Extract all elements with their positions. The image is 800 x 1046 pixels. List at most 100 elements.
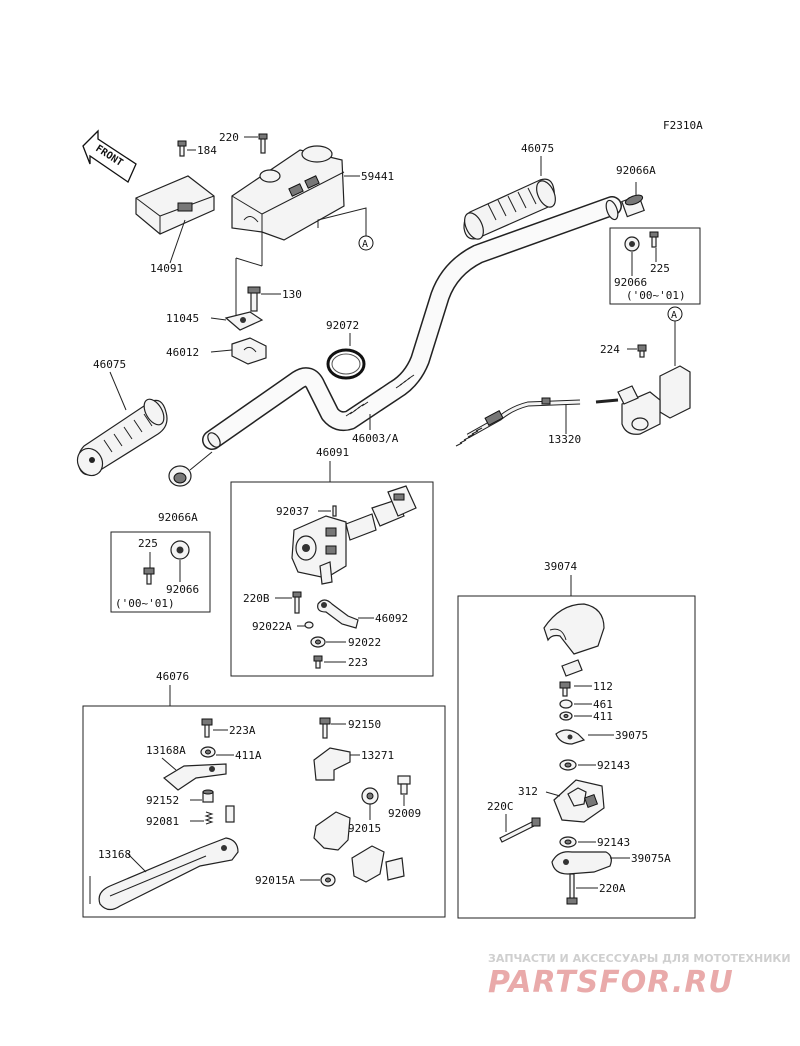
label-13271: 13271: [361, 749, 394, 762]
bracket-13271: [313, 747, 351, 781]
screw-223a: [201, 718, 213, 738]
label-92150: 92150: [348, 718, 381, 731]
switch-housing-46091: [291, 485, 417, 585]
screw-220: [258, 133, 268, 154]
bracket-13168a: [162, 763, 227, 791]
label-46076: 46076: [156, 670, 189, 683]
grip-right-46075: [463, 178, 556, 240]
label-92066a-left: 92066A: [158, 511, 198, 524]
label-11045: 11045: [166, 312, 199, 325]
grip-left-46075: [76, 398, 168, 477]
label-46075-right: 46075: [521, 142, 554, 155]
label-92072: 92072: [326, 319, 359, 332]
label-46003: 46003/A: [352, 432, 399, 445]
label-92015a: 92015A: [255, 874, 295, 887]
switch-cover-39074: [543, 603, 605, 655]
label-00-01-top: ('00~'01): [626, 289, 686, 302]
throttle-housing: [617, 365, 691, 435]
label-312: 312: [518, 785, 538, 798]
label-92143-lower: 92143: [597, 836, 630, 849]
screw-225-top: [649, 231, 659, 248]
choke-lever-46092: [317, 599, 359, 629]
svg-text:A: A: [362, 239, 368, 250]
label-00-01-left: ('00~'01): [115, 597, 175, 610]
bushing-92066-left: [170, 540, 190, 560]
washer-92143-upper: [559, 759, 577, 771]
bolt-184: [177, 140, 187, 157]
bracket-14091: [135, 175, 215, 235]
bar-end-plug-left: [168, 465, 192, 487]
label-92081: 92081: [146, 815, 179, 828]
screw-112: [559, 681, 571, 697]
label-92022: 92022: [348, 636, 381, 649]
screw-223: [313, 655, 323, 669]
label-92066-top: 92066: [614, 276, 647, 289]
figure-code: F2310A: [663, 119, 703, 132]
callout-a-right: A: [667, 306, 683, 322]
label-220c: 220C: [487, 800, 514, 813]
screw-220a: [566, 873, 578, 905]
label-92066a-top: 92066A: [616, 164, 656, 177]
nut-92015: [361, 787, 379, 805]
label-223: 223: [348, 656, 368, 669]
front-arrow-icon: FRONT: [82, 129, 137, 183]
svg-text:A: A: [671, 310, 677, 321]
label-461: 461: [593, 698, 613, 711]
bracket-39075a: [551, 851, 612, 875]
label-411a: 411A: [235, 749, 262, 762]
label-220a: 220A: [599, 882, 626, 895]
label-92022a: 92022A: [252, 620, 292, 633]
switch-body-312: [553, 779, 605, 823]
label-92066-left: 92066: [166, 583, 199, 596]
lever-13168: [98, 837, 239, 911]
label-46012: 46012: [166, 346, 199, 359]
throttle-cable-13320: [455, 397, 619, 447]
label-13168a: 13168A: [146, 744, 186, 757]
screw-92009: [397, 775, 411, 795]
inset-box-left: [110, 531, 211, 613]
screw-92037: [332, 505, 337, 517]
label-92152: 92152: [146, 794, 179, 807]
collar-92152: [202, 789, 214, 803]
label-46092: 46092: [375, 612, 408, 625]
clip-11045: [224, 311, 264, 331]
switch-group-box: [230, 481, 434, 677]
label-14091: 14091: [150, 262, 183, 275]
label-223a: 223A: [229, 724, 256, 737]
handlebar-46003: [202, 196, 622, 450]
clamp-band-92072: [326, 348, 366, 380]
spacer-461: [559, 699, 573, 709]
washer-92022: [310, 636, 326, 648]
label-184: 184: [197, 144, 217, 157]
bolt-92150: [319, 717, 331, 739]
label-39075a: 39075A: [631, 852, 671, 865]
label-92143-upper: 92143: [597, 759, 630, 772]
washer-92022a: [304, 621, 314, 629]
clip-small: [561, 659, 583, 677]
bar-end-92066a: [621, 194, 645, 218]
screw-220c: [499, 817, 541, 843]
plate-39075: [555, 729, 586, 745]
screw-225-left: [143, 567, 155, 585]
label-13320: 13320: [548, 433, 581, 446]
lever-group-box: [82, 705, 446, 918]
bolt-130: [247, 286, 261, 312]
label-46091: 46091: [316, 446, 349, 459]
kill-switch-group-box: [457, 595, 696, 919]
washer-411: [559, 711, 573, 721]
spring-92081: [204, 805, 235, 825]
label-224: 224: [600, 343, 620, 356]
washer-92143-lower: [559, 836, 577, 848]
washer-411a: [200, 746, 216, 758]
inset-box-top-right: [609, 227, 701, 305]
label-225-top: 225: [650, 262, 670, 275]
bushing-92066-top: [624, 236, 640, 252]
handlebar-cover-59441: [231, 145, 345, 241]
screw-224: [637, 344, 647, 358]
label-130: 130: [282, 288, 302, 301]
label-411: 411: [593, 710, 613, 723]
label-46075-left: 46075: [93, 358, 126, 371]
label-13168: 13168: [98, 848, 131, 861]
label-39074: 39074: [544, 560, 577, 573]
